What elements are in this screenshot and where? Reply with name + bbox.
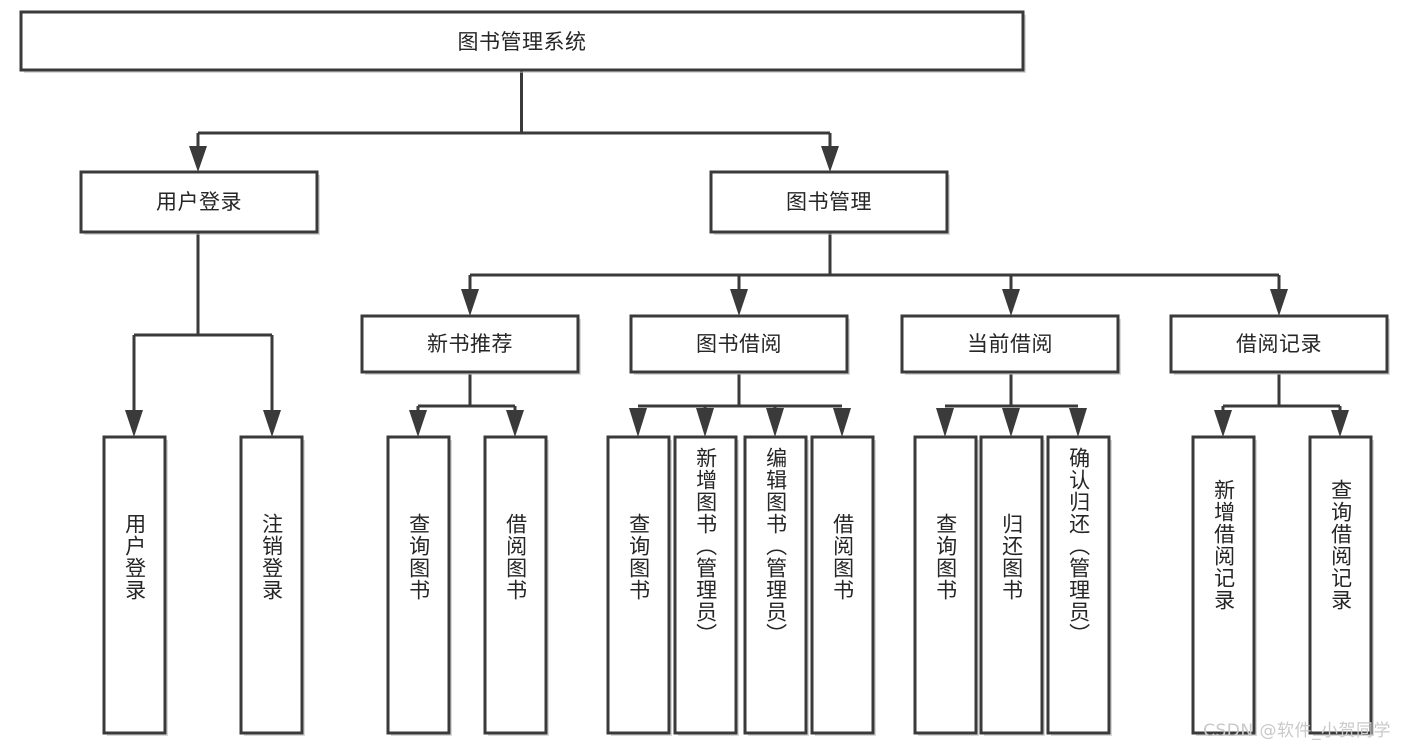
arrowhead-nb-leaf-1: [409, 410, 427, 437]
leaf-rect-bb-query[interactable]: [606, 435, 671, 735]
arrowhead-current-borrow: [1002, 289, 1020, 316]
leaf-rect-cb-query[interactable]: [913, 435, 978, 735]
node-book-borrow[interactable]: 图书借阅: [629, 314, 850, 375]
arrowhead-nb-leaf-2: [506, 410, 524, 437]
arrowhead-new-book: [461, 289, 479, 316]
node-user-login-rect: [79, 170, 319, 234]
arrowhead-bb-leaf-4: [833, 408, 851, 437]
arrowhead-borrow-record: [1270, 289, 1288, 316]
arrowhead-cb-leaf-3: [1069, 408, 1087, 437]
node-new-book-label: 新书推荐: [427, 332, 513, 356]
arrowhead-leaf-user-login: [125, 410, 143, 437]
arrowhead-bb-leaf-1: [629, 408, 647, 437]
arrowhead-book-manage: [821, 146, 839, 172]
leaf-rect-cb-return[interactable]: [979, 435, 1044, 735]
leaf-rect-bb-borrow[interactable]: [810, 435, 875, 735]
leaf-rect-br-query[interactable]: [1308, 435, 1373, 735]
arrowhead-leaf-logout: [263, 410, 281, 437]
arrowhead-bb-leaf-2: [696, 408, 714, 437]
node-current-borrow-label: 当前借阅: [967, 332, 1053, 356]
arrowhead-br-leaf-1: [1214, 410, 1232, 437]
leaf-rect-br-add[interactable]: [1191, 435, 1256, 735]
node-current-borrow-rect: [900, 314, 1120, 374]
node-borrow-record[interactable]: 借阅记录: [1169, 314, 1390, 375]
node-book-borrow-label: 图书借阅: [696, 332, 782, 356]
node-borrow-record-label: 借阅记录: [1236, 332, 1322, 356]
leaf-rect-nb-query[interactable]: [386, 435, 451, 735]
arrowhead-cb-leaf-1: [936, 408, 954, 437]
leaf-rect-user-login[interactable]: [102, 435, 167, 735]
node-new-book-recommend[interactable]: 新书推荐: [360, 314, 581, 375]
arrowhead-book-borrow: [730, 289, 748, 316]
node-user-login[interactable]: 用户登录: [79, 170, 320, 235]
leaf-rect-logout[interactable]: [239, 435, 304, 735]
node-root-system[interactable]: 图书管理系统: [19, 10, 1026, 73]
node-root-label: 图书管理系统: [458, 30, 587, 54]
node-book-manage-rect: [709, 170, 949, 234]
node-current-borrow[interactable]: 当前借阅: [900, 314, 1121, 375]
node-borrow-record-rect: [1169, 314, 1389, 374]
leaf-rect-cb-confirm[interactable]: [1046, 435, 1111, 735]
arrowhead-bb-leaf-3: [766, 408, 784, 437]
node-book-manage-label: 图书管理: [786, 190, 872, 214]
leaf-rect-bb-add[interactable]: [673, 435, 738, 735]
leaf-boxes-layer: [102, 435, 1374, 736]
arrowhead-user-login: [189, 146, 207, 172]
leaf-rect-bb-edit[interactable]: [743, 435, 808, 735]
node-book-borrow-rect: [629, 314, 849, 374]
arrowhead-cb-leaf-2: [1002, 408, 1020, 437]
connector-layer: [125, 70, 1349, 437]
leaf-rect-nb-borrow[interactable]: [483, 435, 548, 735]
node-root-rect: [19, 10, 1025, 72]
node-new-book-rect: [360, 314, 580, 374]
node-user-login-label: 用户登录: [156, 190, 242, 214]
node-book-manage[interactable]: 图书管理: [709, 170, 950, 235]
arrowhead-br-leaf-2: [1331, 410, 1349, 437]
